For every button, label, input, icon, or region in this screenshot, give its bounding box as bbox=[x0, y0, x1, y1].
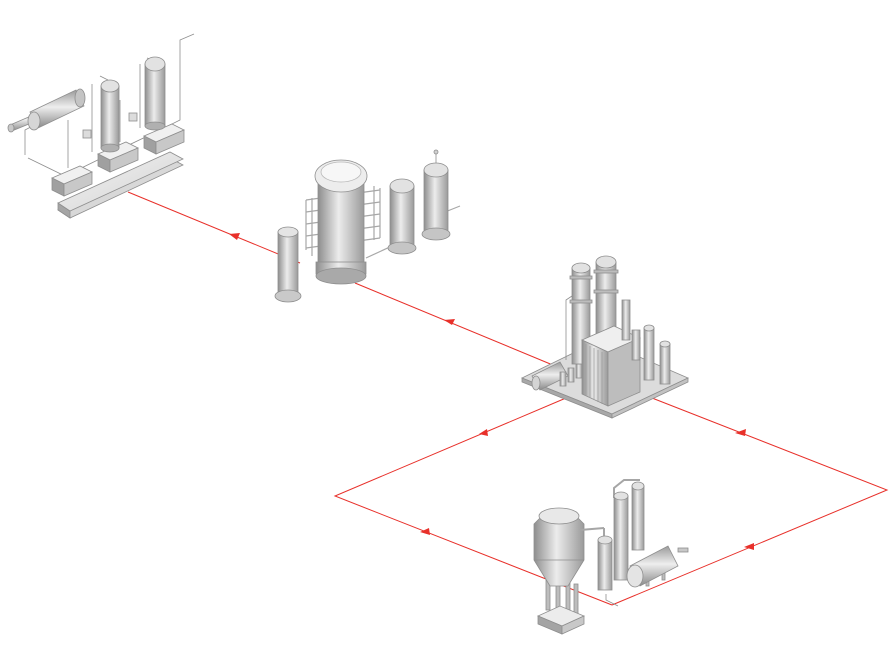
flow-arrow bbox=[744, 543, 754, 550]
reactor-train-icon bbox=[7, 33, 195, 219]
flow-line-2-to-3 bbox=[354, 282, 561, 369]
flow-line-1-to-2 bbox=[127, 191, 301, 264]
furnace-block-icon bbox=[581, 325, 641, 407]
kiln-condenser-unit-icon bbox=[533, 479, 689, 635]
horizontal-drum-icon bbox=[626, 545, 689, 588]
flow-arrow bbox=[229, 233, 240, 240]
flow-lines bbox=[127, 191, 889, 606]
pump-box-icon bbox=[51, 165, 93, 197]
flow-arrow bbox=[735, 429, 746, 436]
tank-icon bbox=[274, 226, 302, 303]
tank-icon bbox=[621, 299, 671, 385]
flow-line-4-to-3 bbox=[611, 397, 889, 606]
horizontal-drum-icon bbox=[531, 361, 569, 391]
flow-arrow bbox=[420, 528, 430, 535]
flow-line-3-to-4 bbox=[333, 397, 613, 606]
condenser-column-icon bbox=[631, 481, 645, 551]
refinery-plant-icon bbox=[521, 255, 689, 419]
flow-arrow bbox=[479, 429, 488, 436]
tank-icon bbox=[421, 149, 451, 241]
support-frame-icon bbox=[536, 579, 586, 635]
horizontal-drum-icon bbox=[7, 88, 86, 133]
vessel-icon bbox=[100, 79, 120, 153]
storage-tank-group-icon bbox=[274, 149, 461, 303]
pump-box-icon bbox=[97, 141, 139, 173]
large-tank-icon bbox=[314, 159, 368, 285]
condenser-column-icon bbox=[597, 535, 613, 591]
flow-arrows bbox=[229, 233, 754, 550]
vessel-icon bbox=[144, 56, 166, 131]
flow-arrow bbox=[444, 319, 455, 325]
kiln-vessel-icon bbox=[533, 507, 585, 587]
tank-icon bbox=[387, 178, 417, 255]
condenser-column-icon bbox=[613, 491, 629, 581]
